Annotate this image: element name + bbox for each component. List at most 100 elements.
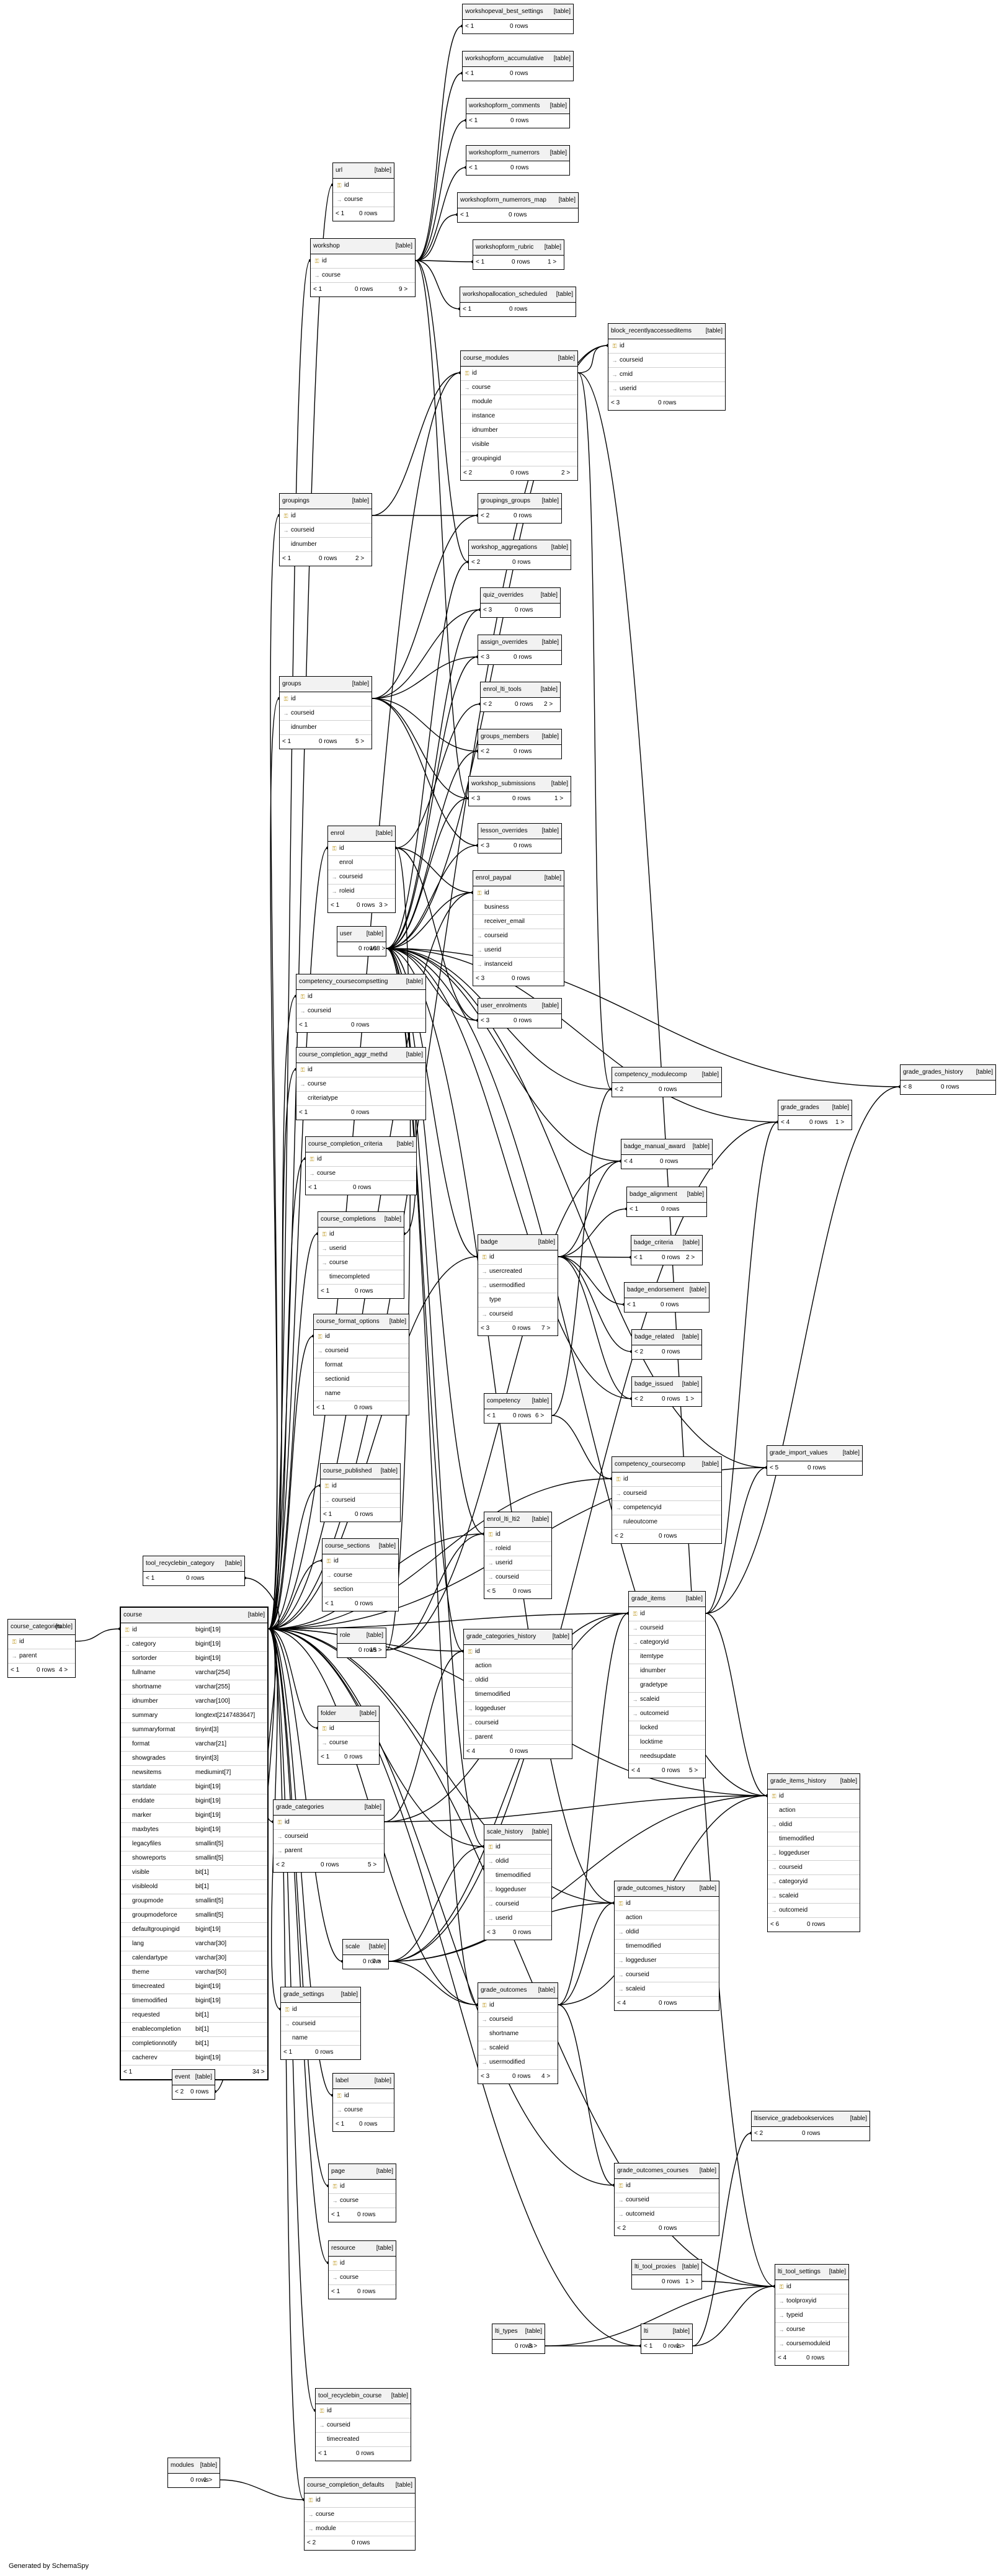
column-row[interactable]: →userid [484,1556,551,1571]
parent-count[interactable]: < 1 [465,23,474,30]
column-row[interactable]: →courseid [484,1571,551,1585]
table-header[interactable]: folder[table] [318,1706,379,1722]
parent-count[interactable]: < 1 [123,2069,133,2075]
column-row[interactable]: timemodified [464,1688,572,1702]
column-row[interactable]: →loggeduser [484,1883,551,1897]
table-badge[interactable]: badge[table]⚿id→usercreated→usermodified… [478,1234,558,1336]
column-row[interactable]: →course [296,1077,425,1092]
parent-count[interactable]: < 3 [483,607,492,613]
table-header[interactable]: scale_history[table] [484,1825,551,1840]
child-count[interactable]: 34 > [252,2069,265,2075]
column-row[interactable]: →courseid [473,929,564,943]
parent-count[interactable]: < 5 [770,1464,779,1471]
table-header[interactable]: workshopform_rubric[table] [473,240,564,256]
column-row[interactable]: →courseid [314,1344,409,1358]
parent-count[interactable]: < 1 [325,1600,334,1607]
table-header[interactable]: lti_tool_proxies[table] [632,2260,701,2275]
column-row[interactable]: →parent [274,1844,384,1858]
table-header[interactable]: grade_import_values[table] [767,1446,862,1461]
column-row[interactable]: →toolproxyid [775,2294,848,2309]
parent-count[interactable]: < 2 [615,1533,624,1540]
column-row[interactable]: →outcomeid [768,1904,860,1918]
column-row[interactable]: →oldid [768,1818,860,1832]
column-row[interactable]: timecreated [316,2433,411,2447]
parent-count[interactable]: < 3 [481,1325,490,1332]
column-row[interactable]: →courseid [615,1968,719,1982]
column-row[interactable]: type [478,1293,558,1308]
table-header[interactable]: course_modules[table] [461,351,577,367]
parent-count[interactable]: < 2 [634,1396,644,1402]
column-row[interactable]: receiver_email [473,915,564,929]
parent-count[interactable]: < 1 [463,306,472,313]
column-row[interactable]: idnumber [629,1664,705,1678]
parent-count[interactable]: < 2 [754,2130,763,2137]
parent-count[interactable]: < 2 [481,512,490,519]
column-row[interactable]: →userid [318,1242,404,1256]
parent-count[interactable]: < 4 [778,2355,787,2361]
parent-count[interactable]: < 1 [487,1412,496,1419]
column-row[interactable]: ⚿id [612,1473,721,1487]
table-header[interactable]: grade_settings[table] [281,1987,360,2003]
column-row[interactable]: ⚿id [321,1479,400,1494]
table-header[interactable]: badge_alignment[table] [627,1187,706,1203]
parent-count[interactable]: < 3 [476,975,485,982]
child-count[interactable]: 3 > [528,2343,538,2350]
table-header[interactable]: tool_recyclebin_course[table] [316,2389,411,2404]
column-row[interactable]: locktime [629,1736,705,1750]
parent-count[interactable]: < 2 [634,1348,644,1355]
table-header[interactable]: modules[table] [168,2458,220,2474]
table-header[interactable]: course_categories[table] [8,1620,75,1635]
parent-count[interactable]: < 2 [276,1861,285,1868]
parent-count[interactable]: < 3 [481,842,490,849]
parent-count[interactable]: < 2 [617,2225,626,2232]
parent-count[interactable]: < 1 [299,1109,308,1116]
column-row[interactable]: →courseid [612,1487,721,1501]
column-row[interactable]: ⚿id [461,367,577,381]
column-row[interactable]: ⚿id [615,2179,719,2193]
parent-count[interactable]: < 1 [282,555,291,562]
parent-count[interactable]: < 1 [323,1511,332,1518]
table-header[interactable]: workshopallocation_scheduled[table] [460,287,576,303]
column-row[interactable]: →courseid [281,2017,360,2031]
parent-count[interactable]: < 4 [781,1119,790,1126]
column-row[interactable]: →courseid [274,1830,384,1844]
column-row[interactable]: →course [318,1736,379,1750]
column-row[interactable]: →course [329,2194,396,2208]
table-competency-coursecompsetting[interactable]: competency_coursecompsetting[table]⚿id→c… [296,974,426,1033]
column-row[interactable]: →scaleid [615,1982,719,1997]
table-header[interactable]: workshop_aggregations[table] [469,540,571,556]
parent-count[interactable]: < 3 [481,1017,490,1024]
table-header[interactable]: course_completions[table] [318,1212,404,1228]
column-row[interactable]: idnumber [461,424,577,438]
parent-count[interactable]: < 3 [481,654,490,661]
column-row[interactable]: →usermodified [478,1279,558,1293]
column-row[interactable]: →course [305,2508,415,2522]
